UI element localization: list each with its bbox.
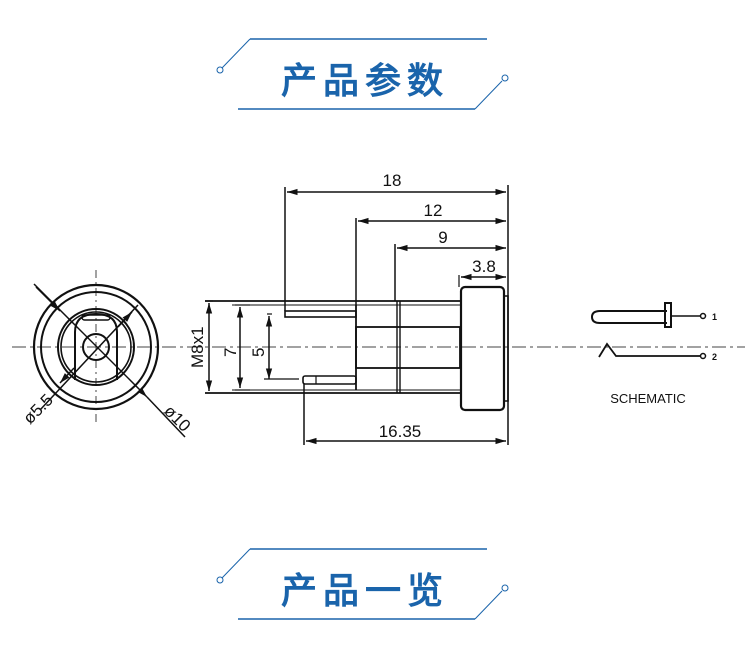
side-view bbox=[205, 285, 509, 412]
pin-label-1: 1 bbox=[712, 312, 717, 322]
header-decoration bbox=[216, 38, 509, 110]
dimension-label-length-9: 9 bbox=[438, 228, 447, 247]
dimensions-top bbox=[284, 185, 509, 445]
dimensions-bottom bbox=[303, 384, 506, 445]
terminal-2 bbox=[699, 352, 707, 360]
dimension-label-pin-spacing: 5 bbox=[249, 348, 268, 357]
dimension-label-inner-diameter: ø5.5 bbox=[19, 390, 56, 427]
dimensions-left bbox=[205, 300, 299, 391]
terminal-1 bbox=[699, 312, 707, 320]
schematic-label: SCHEMATIC bbox=[610, 391, 686, 406]
dimension-label-thread: M8x1 bbox=[188, 326, 207, 368]
section-title: 产品一览 bbox=[280, 571, 449, 612]
header-decoration bbox=[216, 548, 509, 620]
front-view: ø5.5 ø10 bbox=[19, 270, 194, 438]
pin-label-2: 2 bbox=[712, 352, 717, 362]
dimension-label-length-12: 12 bbox=[424, 201, 443, 220]
dimension-label-body-length: 16.35 bbox=[379, 422, 422, 441]
section-header-overview: 产品一览 bbox=[200, 540, 530, 630]
dimension-label-height-7: 7 bbox=[221, 348, 240, 357]
dimension-label-overall-length: 18 bbox=[383, 171, 402, 190]
dimension-label-cap-length: 3.8 bbox=[472, 257, 496, 276]
schematic-symbol bbox=[590, 302, 707, 360]
section-header-parameters: 产品参数 bbox=[200, 30, 530, 120]
dimension-label-outer-diameter: ø10 bbox=[160, 401, 194, 435]
section-title: 产品参数 bbox=[280, 61, 449, 102]
